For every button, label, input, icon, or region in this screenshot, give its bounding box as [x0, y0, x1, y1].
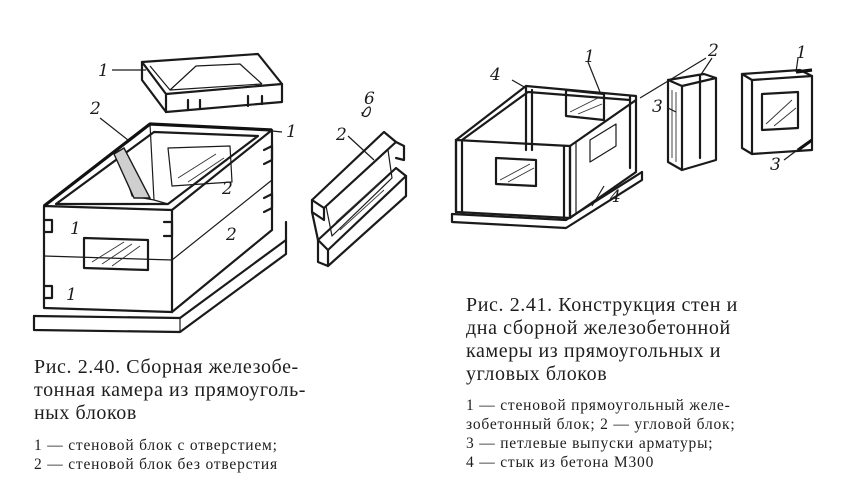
fig240-caption-line: ных блоков — [34, 402, 137, 424]
stray-mark-6 — [361, 106, 371, 118]
fig240-caption-line: тонная камера из прямоуголь- — [34, 379, 307, 401]
label-detached-block: 2 — [335, 125, 347, 145]
fig240-legend-line: 2 — стеновой блок без отверстия — [34, 456, 278, 473]
fig241-caption-line: Рис. 2.41. Конструкция стен и — [466, 294, 738, 316]
open-chamber — [450, 84, 644, 230]
label-joint-top: 4 — [489, 65, 501, 85]
fig241-caption-line: угловых блоков — [466, 363, 608, 385]
fig241-legend: 1 — стеновой прямоугольный желе- зобетон… — [466, 396, 736, 472]
fig241-legend-line: зобетонный блок; 2 — угловой блок; — [466, 416, 736, 433]
label-joint-bottom: 4 — [609, 187, 621, 207]
figure-2-40-drawing: 1 2 1 1 1 2 2 2 6 — [32, 52, 408, 334]
box-side — [170, 128, 274, 314]
fig240-legend-line: 1 — стеновой блок с отверстием; — [34, 437, 278, 454]
label-side-lower: 2 — [225, 225, 237, 245]
fig241-caption: Рис. 2.41. Конструкция стен и дна сборно… — [466, 294, 738, 386]
fig241-leaders — [511, 57, 801, 207]
box-front — [42, 204, 174, 314]
lid-block — [140, 52, 284, 114]
label-corner-block: 2 — [707, 41, 719, 61]
fig240-caption: Рис. 2.40. Сборная железобе- тонная каме… — [34, 356, 306, 425]
label-corner-block: 2 — [89, 99, 101, 119]
fig241-legend-line: 1 — стеновой прямоугольный желе- — [466, 397, 731, 414]
fig240-caption-line: Рис. 2.40. Сборная железобе- — [34, 356, 299, 378]
label-top-center: 1 — [584, 47, 595, 67]
fig241-caption-line: камеры из прямоугольных и — [466, 340, 722, 362]
label-loops-left: 3 — [652, 97, 663, 117]
box-base — [32, 220, 288, 334]
label-side-upper: 2 — [221, 179, 233, 199]
fig240-leaders — [99, 69, 375, 161]
label-top-right: 1 — [286, 122, 297, 142]
figure-2-41-drawing: 4 4 1 2 3 1 3 — [450, 41, 814, 230]
fig241-legend-line: 4 — стык из бетона М300 — [466, 454, 655, 471]
label-panel-top: 1 — [796, 43, 807, 63]
detached-wall-block — [310, 130, 408, 268]
label-stray-mark: 6 — [364, 89, 375, 109]
label-loops-bottom: 3 — [770, 155, 781, 175]
fig241-caption-line: дна сборной железобетонной — [466, 317, 731, 339]
wall-panel — [740, 68, 814, 156]
label-front-upper: 1 — [70, 219, 81, 239]
box-top-rim — [43, 122, 273, 208]
corner-block — [666, 72, 718, 172]
label-lid-block: 1 — [98, 61, 109, 81]
label-front-lower: 1 — [66, 285, 77, 305]
fig241-legend-line: 3 — петлевые выпуски арматуры; — [466, 435, 714, 452]
fig240-legend: 1 — стеновой блок с отверстием; 2 — стен… — [34, 436, 278, 474]
